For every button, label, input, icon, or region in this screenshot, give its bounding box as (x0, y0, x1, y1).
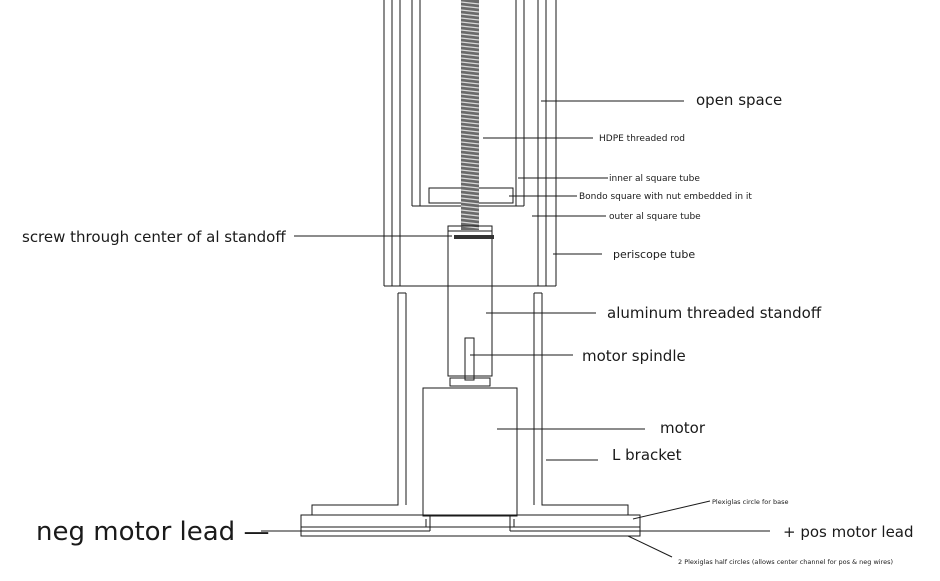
rod-thread (460, 157, 480, 161)
rod-thread (460, 121, 480, 125)
periscope-tube-label: periscope tube (613, 248, 695, 261)
rod-thread (460, 145, 480, 149)
rod-thread (460, 49, 480, 53)
rod-thread (460, 149, 480, 153)
rod-thread (460, 45, 480, 49)
screw-label: screw through center of al standoff (22, 228, 286, 246)
rod-thread (460, 57, 480, 61)
rod-thread (460, 205, 480, 209)
rod-thread (460, 109, 480, 113)
motor-shape (422, 387, 518, 517)
rod-thread (460, 5, 480, 9)
neg-lead-label: neg motor lead — (36, 517, 269, 547)
half-circles-label: 2 Plexiglas half circles (allows center … (678, 558, 893, 566)
motor-spindle-label: motor spindle (582, 347, 686, 365)
rod-thread (460, 177, 480, 181)
rod-thread (460, 153, 480, 157)
rod-thread (460, 165, 480, 169)
rod-thread (460, 189, 480, 193)
outer-tube-label: outer al square tube (609, 212, 701, 222)
rod-thread (460, 125, 480, 129)
rod-thread (460, 61, 480, 65)
rod-thread (460, 105, 480, 109)
rod-thread (460, 161, 480, 165)
rod-thread (460, 217, 480, 221)
rod-thread (460, 141, 480, 145)
rod-thread (460, 13, 480, 17)
rod-thread (460, 69, 480, 73)
rod-thread (460, 169, 480, 173)
rod-thread (460, 81, 480, 85)
rod-thread (460, 117, 480, 121)
rod-thread (460, 33, 480, 37)
rod-thread (460, 1, 480, 5)
motor-label: motor (660, 419, 706, 437)
rod-thread (460, 129, 480, 133)
rod-thread (460, 85, 480, 89)
rod-thread (460, 209, 480, 213)
rod-thread (460, 101, 480, 105)
standoff-shape (447, 225, 494, 377)
outer-tube-shape (391, 0, 547, 286)
rod-thread (460, 25, 480, 29)
rod-thread (460, 193, 480, 197)
rod-thread (460, 89, 480, 93)
pos-lead-label: + pos motor lead (783, 523, 914, 541)
spindle-shape (449, 337, 491, 387)
rod-thread (460, 29, 480, 33)
rod-thread (460, 137, 480, 141)
rod-thread (460, 197, 480, 201)
rod-thread (460, 9, 480, 13)
rod-thread (460, 77, 480, 81)
inner-tube-shape (411, 0, 525, 207)
rod-thread (460, 53, 480, 57)
plexi-base-label: Plexiglas circle for base (712, 498, 788, 506)
rod-thread (460, 173, 480, 177)
rod-thread (460, 181, 480, 185)
rod-thread (460, 41, 480, 45)
base-plates-shape (300, 514, 641, 537)
hdpe-rod-label: HDPE threaded rod (599, 134, 685, 144)
rod-thread (460, 73, 480, 77)
threaded-rod-shape (460, 0, 480, 230)
l-bracket-shape (311, 292, 629, 515)
rod-thread (460, 185, 480, 189)
rod-thread (460, 93, 480, 97)
periscope-tube-shape (383, 0, 557, 287)
leader-lines (261, 100, 770, 558)
l-bracket-label: L bracket (612, 446, 682, 464)
open-space-label: open space (696, 91, 782, 109)
inner-tube-label: inner al square tube (609, 174, 700, 184)
rod-thread (460, 37, 480, 41)
bondo-square-label: Bondo square with nut embedded in it (579, 192, 752, 202)
rod-thread (460, 113, 480, 117)
rod-thread (460, 133, 480, 137)
standoff-label: aluminum threaded standoff (607, 304, 822, 322)
rod-thread (460, 97, 480, 101)
rod-thread (460, 213, 480, 217)
rod-thread (460, 221, 480, 225)
rod-thread (460, 201, 480, 205)
rod-thread (460, 21, 480, 25)
rod-thread (460, 17, 480, 21)
rod-thread (460, 65, 480, 69)
